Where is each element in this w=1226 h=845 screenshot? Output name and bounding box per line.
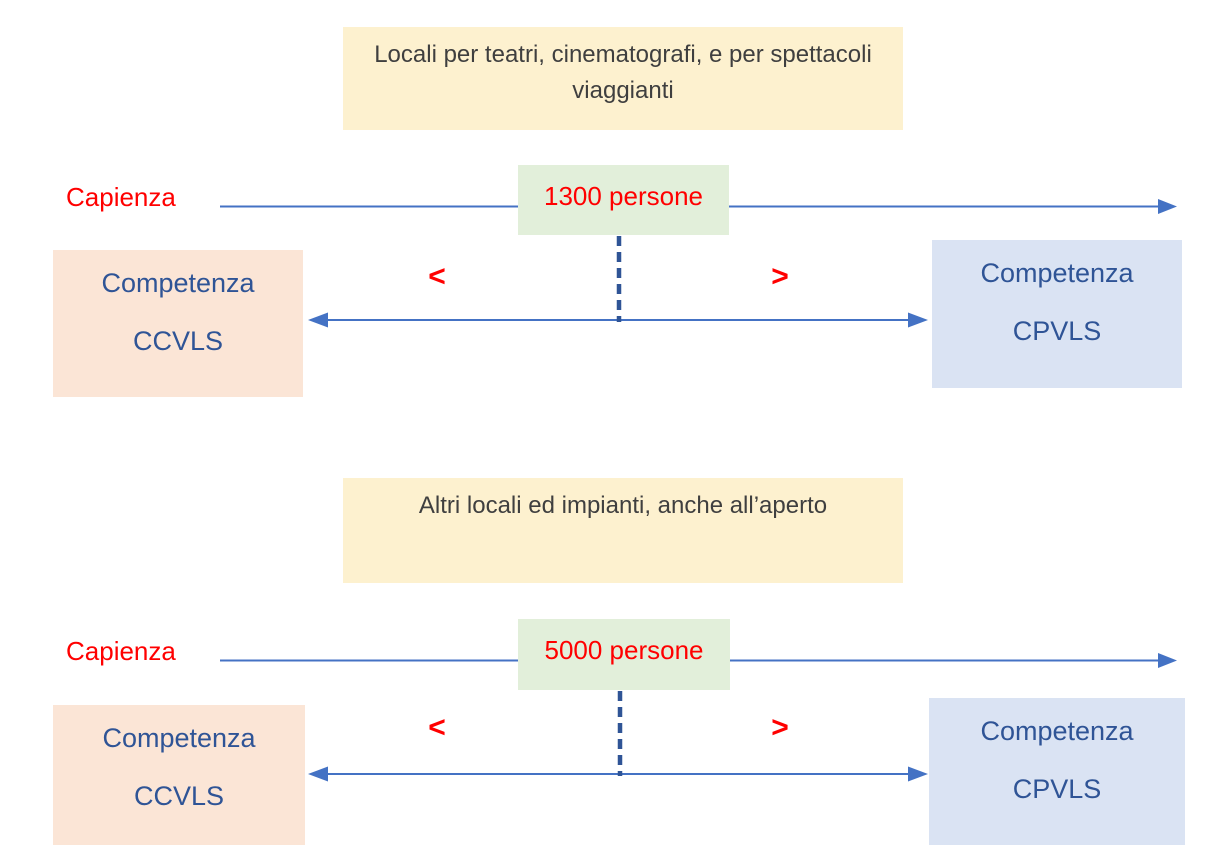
capacity-axis-arrowhead-2: [1158, 653, 1177, 668]
less-than-symbol-2: <: [428, 711, 446, 744]
double-arrow-right-head-1: [908, 312, 928, 328]
category-heading-box-1: Locali per teatri, cinematografi, e per …: [343, 27, 903, 130]
threshold-value-1: 1300 persone: [543, 180, 704, 211]
capacity-label-2: Capienza: [66, 636, 176, 666]
cpvls-competence-box-2: Competenza CPVLS: [929, 698, 1185, 845]
category-heading-box-2: Altri locali ed impianti, anche all’aper…: [343, 478, 903, 583]
threshold-box-1: 1300 persone: [518, 165, 729, 235]
category-heading-text-2: Altri locali ed impianti, anche all’aper…: [418, 492, 828, 519]
ccvls-label-line2-1: CCVLS: [132, 326, 224, 356]
double-arrow-left-head-1: [308, 312, 328, 328]
ccvls-label-line1-2: Competenza: [102, 723, 256, 753]
ccvls-competence-box-2: Competenza CCVLS: [53, 705, 305, 845]
cpvls-label-line1-1: Competenza: [980, 258, 1134, 288]
greater-than-symbol-2: >: [771, 711, 789, 744]
threshold-value-2: 5000 persone: [544, 635, 704, 665]
greater-than-symbol-1: >: [771, 260, 789, 293]
double-arrow-right-head-2: [908, 766, 928, 782]
less-than-symbol-1: <: [428, 260, 446, 293]
double-arrow-left-head-2: [308, 766, 328, 782]
cpvls-label-line2-1: CPVLS: [1012, 316, 1102, 346]
capacity-label-1: Capienza: [66, 182, 176, 212]
cpvls-label-line2-2: CPVLS: [1012, 774, 1102, 804]
category-heading-text-1: Locali per teatri, cinematografi, e per …: [374, 41, 872, 104]
ccvls-label-line1-1: Competenza: [101, 268, 255, 298]
cpvls-competence-box-1: Competenza CPVLS: [932, 240, 1182, 388]
ccvls-label-line2-2: CCVLS: [133, 781, 225, 811]
cpvls-label-line1-2: Competenza: [980, 716, 1134, 746]
ccvls-competence-box-1: Competenza CCVLS: [53, 250, 303, 397]
capacity-axis-arrowhead-1: [1158, 199, 1177, 214]
threshold-box-2: 5000 persone: [518, 619, 730, 690]
